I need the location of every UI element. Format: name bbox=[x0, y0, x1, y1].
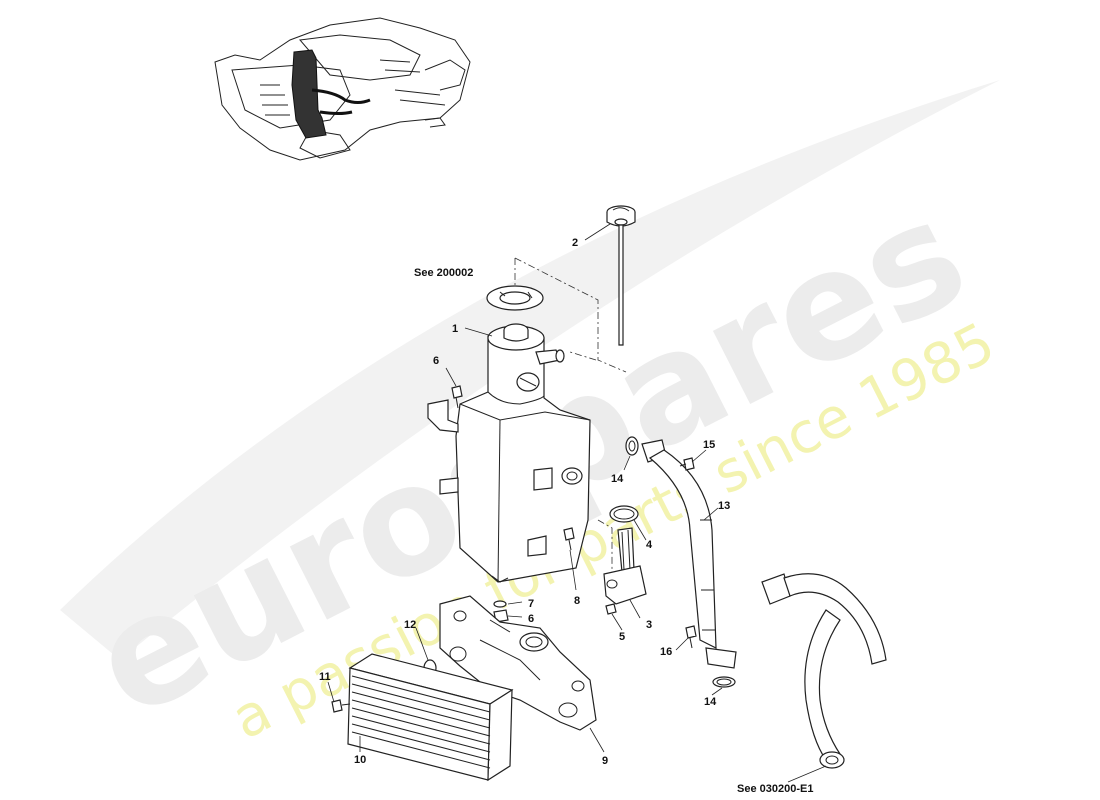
filler-cap-seal bbox=[486, 285, 544, 311]
reference-see-200002: See 200002 bbox=[414, 267, 473, 279]
bolt-15 bbox=[679, 457, 695, 471]
callout-6-top: 6 bbox=[433, 355, 439, 367]
callout-2: 2 bbox=[572, 237, 578, 249]
seal-14-lower bbox=[712, 676, 736, 688]
callout-8: 8 bbox=[574, 595, 580, 607]
callout-11: 11 bbox=[319, 671, 331, 683]
oil-filter-housing bbox=[439, 595, 597, 731]
callout-9: 9 bbox=[602, 755, 608, 767]
callout-12: 12 bbox=[404, 619, 416, 631]
bolt-6-top bbox=[451, 385, 463, 409]
callout-13: 13 bbox=[718, 500, 730, 512]
bolt-8 bbox=[563, 527, 575, 551]
callout-6-bottom: 6 bbox=[528, 613, 534, 625]
oil-tank bbox=[427, 323, 591, 583]
callout-15: 15 bbox=[703, 439, 715, 451]
leader-lines bbox=[327, 223, 827, 783]
bolt-16 bbox=[685, 625, 697, 649]
callout-7: 7 bbox=[528, 598, 534, 610]
reference-see-030200-e1: See 030200-E1 bbox=[737, 783, 813, 795]
callout-1: 1 bbox=[452, 323, 458, 335]
oil-cooler bbox=[347, 653, 514, 782]
connecting-hose bbox=[761, 573, 887, 769]
dipstick bbox=[606, 205, 636, 346]
callout-14-lower: 14 bbox=[704, 696, 717, 708]
bolt-5 bbox=[605, 603, 617, 615]
o-ring-4 bbox=[609, 505, 639, 523]
seal-14-upper bbox=[625, 436, 639, 456]
callout-4: 4 bbox=[646, 539, 653, 551]
engine-overview-thumbnail bbox=[214, 17, 471, 161]
callout-10: 10 bbox=[354, 754, 366, 766]
callout-3: 3 bbox=[646, 619, 652, 631]
oil-level-sensor bbox=[603, 527, 647, 605]
callout-16: 16 bbox=[660, 646, 672, 658]
bolt-11 bbox=[331, 699, 351, 713]
callout-14-upper: 14 bbox=[611, 473, 624, 485]
callout-5: 5 bbox=[619, 631, 625, 643]
oil-return-pipe bbox=[641, 439, 737, 669]
washer-7-and-bolt-6 bbox=[493, 600, 509, 623]
